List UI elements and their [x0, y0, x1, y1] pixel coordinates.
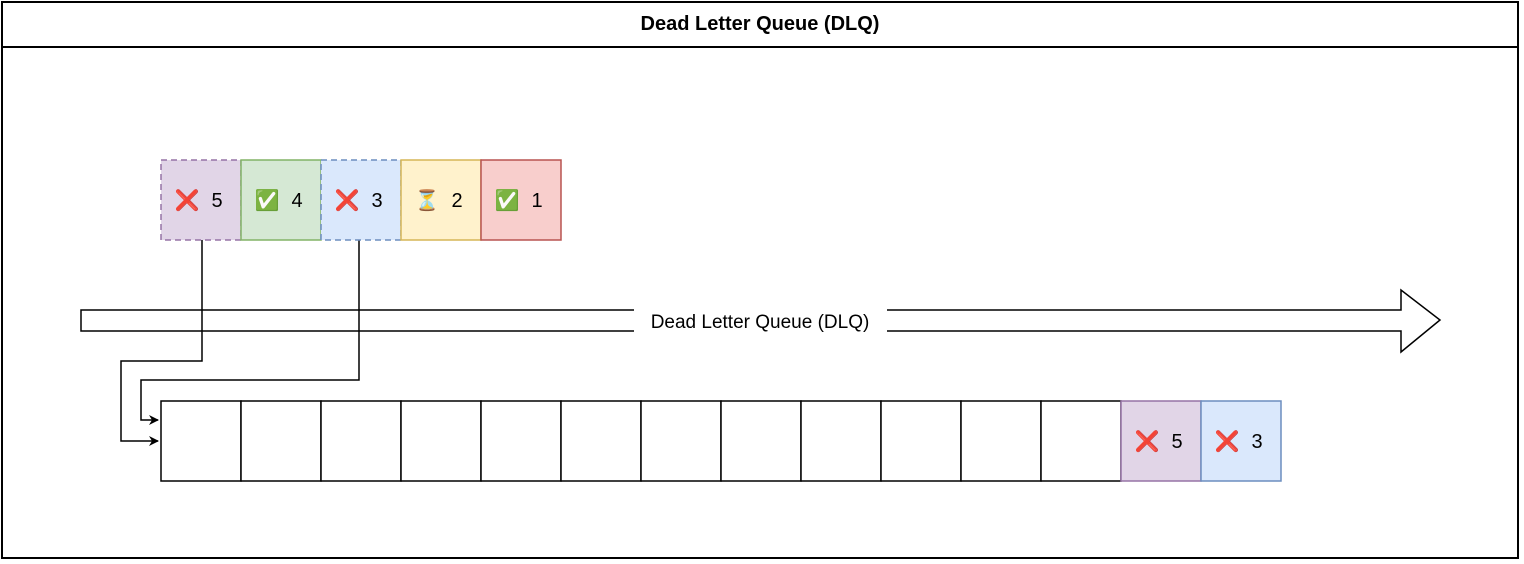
- dlq-message-3: ❌3: [1200, 400, 1282, 482]
- connector-message-3-to-dlq: [140, 240, 360, 425]
- dlq-empty-slot: [960, 400, 1042, 482]
- queue-message-2-box: [400, 159, 482, 241]
- queue-message-1-box: [480, 159, 562, 241]
- flow-arrow: Dead Letter Queue (DLQ): [80, 288, 1442, 354]
- queue-message-3-box: [320, 159, 402, 241]
- queue-message-1-id: 1: [531, 190, 542, 212]
- dlq-empty-slot: [400, 400, 482, 482]
- diagram-title-bar: Dead Letter Queue (DLQ): [1, 1, 1519, 48]
- queue-message-5-id: 5: [211, 190, 222, 212]
- flow-arrow-label: Dead Letter Queue (DLQ): [651, 312, 870, 333]
- queue-message-4: ✅4: [240, 159, 322, 241]
- dlq-message-5-box: [1120, 400, 1202, 482]
- dlq-empty-slot: [1040, 400, 1122, 482]
- dlq-empty-slot: [800, 400, 882, 482]
- dlq-message-3-id: 3: [1251, 431, 1262, 453]
- dlq-empty-slot: [560, 400, 642, 482]
- queue-message-2: ⏳2: [400, 159, 482, 241]
- queue-message-5-box: [160, 159, 242, 241]
- dlq-empty-slot: [240, 400, 322, 482]
- connector-message-5-to-dlq: [120, 240, 203, 446]
- queue-message-4-id: 4: [291, 190, 302, 212]
- dlq-empty-slot: [320, 400, 402, 482]
- cross-mark-icon: ❌: [1135, 429, 1160, 453]
- check-mark-icon: ✅: [495, 188, 520, 212]
- queue-message-4-box: [240, 159, 322, 241]
- diagram-title: Dead Letter Queue (DLQ): [640, 13, 880, 35]
- dlq-empty-slot: [640, 400, 722, 482]
- queue-message-2-id: 2: [451, 190, 462, 212]
- dlq-empty-slot: [480, 400, 562, 482]
- dead-letter-queue: ❌5❌3: [160, 400, 1282, 482]
- queue-message-1: ✅1: [480, 159, 562, 241]
- message-queue: ❌5✅4❌3⏳2✅1: [160, 159, 562, 241]
- dlq-message-5-id: 5: [1171, 431, 1182, 453]
- cross-mark-icon: ❌: [175, 188, 200, 212]
- flow-arrow-label-bg: [634, 309, 887, 333]
- queue-message-3: ❌3: [320, 159, 402, 241]
- dlq-empty-slot: [160, 400, 242, 482]
- check-mark-icon: ✅: [255, 188, 280, 212]
- cross-mark-icon: ❌: [335, 188, 360, 212]
- cross-mark-icon: ❌: [1215, 429, 1240, 453]
- dlq-message-3-box: [1200, 400, 1282, 482]
- dlq-message-5: ❌5: [1120, 400, 1202, 482]
- queue-message-3-id: 3: [371, 190, 382, 212]
- queue-message-5: ❌5: [160, 159, 242, 241]
- dlq-empty-slot: [880, 400, 962, 482]
- dlq-empty-slot: [720, 400, 802, 482]
- hourglass-icon: ⏳: [415, 188, 440, 212]
